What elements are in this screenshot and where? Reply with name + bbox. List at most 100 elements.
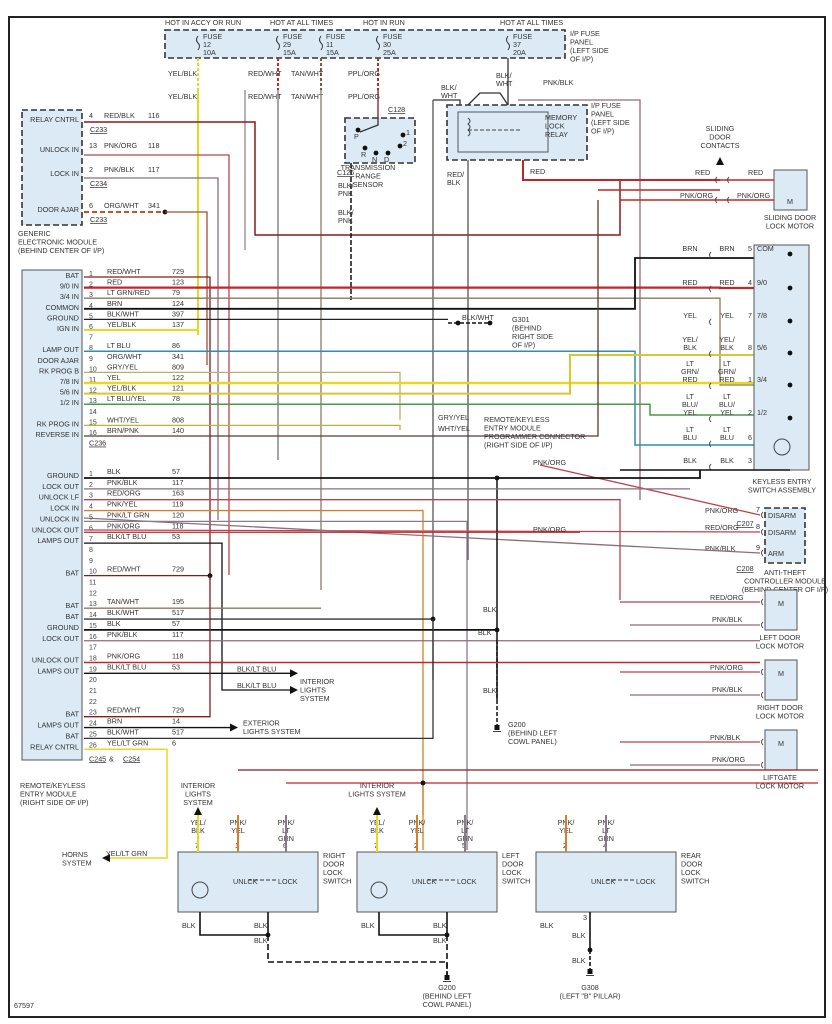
fuse-icon [376, 35, 380, 51]
rke-pin-number: 26 [89, 742, 97, 749]
switch-contact [787, 350, 793, 356]
keyless-wire-label: YEL [683, 408, 697, 417]
anti-theft-label: ANTI-THEFT [764, 568, 807, 577]
g200-label: G200 [438, 983, 456, 992]
rke-wire-label: PNK/BLK [107, 630, 138, 639]
door-switch-label: SWITCH [681, 877, 709, 886]
rke-circuit: 729 [172, 267, 184, 276]
trs-position: 2 [403, 139, 407, 148]
relay-wire-label: BLK/ [496, 71, 512, 80]
rke-circuit: 117 [172, 630, 183, 639]
rke-pin-number: 7 [89, 335, 93, 342]
keyless-switch-box [753, 244, 810, 471]
trs-position: R [361, 150, 366, 159]
gem-wire-label: PNK/BLK [104, 165, 135, 174]
rke-circuit: 118 [172, 521, 183, 530]
keyless-wire-label: BLK [720, 456, 734, 465]
keyless-wire-label: YEL/ [682, 335, 698, 344]
motor-wire-label: RED/ORG [710, 593, 744, 602]
rke-pin-name: LAMPS OUT [37, 536, 79, 545]
ground-wire [199, 912, 269, 936]
rke-pin-name: 5/6 IN [60, 388, 79, 397]
keyless-wire-label: BLU [720, 433, 734, 442]
door-switch-label: REAR [681, 851, 701, 860]
keyless-wire-label: YEL [683, 311, 697, 320]
relay-wire-label: BLK/ [441, 83, 457, 92]
rke-wire-label: LT BLU [107, 341, 131, 350]
lock-motor-label: LOCK MOTOR [756, 642, 804, 651]
keyless-wire-label: LT [686, 359, 694, 368]
gem-pin-name: LOCK IN [50, 169, 79, 178]
ground-wire-label: BLK [182, 921, 196, 930]
rke-pin-number: 11 [89, 377, 96, 384]
connector-icon [761, 738, 764, 746]
rke-circuit: 120 [172, 510, 184, 519]
connector-icon [709, 251, 712, 259]
rke-wire-label: YEL/BLK [107, 320, 136, 329]
trs-position: P [354, 132, 359, 141]
rke-circuit: 6 [172, 738, 176, 747]
fuse-label: 15A [283, 48, 296, 57]
lock-motor-box [764, 589, 798, 631]
interior-lights-label: LIGHTS [300, 686, 326, 695]
anti-theft-wire-label: PNK/ORG [705, 506, 739, 515]
motor-wire-label: PNK/ORG [710, 663, 744, 672]
rke-connector: C236 [89, 439, 106, 448]
wire-pnk-blk [84, 177, 219, 520]
rke-pin-name: 7/8 IN [60, 377, 79, 386]
gem-box [21, 109, 83, 226]
rke-pin-number: 25 [89, 731, 97, 738]
switch-lights-label: SYSTEM [183, 798, 213, 807]
keyless-pin-number: 1 [748, 375, 752, 384]
rke-pin-number: 1 [89, 471, 93, 478]
rke-pin-name: BAT [66, 569, 80, 578]
keyless-wire-label: YEL/ [719, 335, 735, 344]
keyless-switch-label: KEYLESS ENTRY [753, 477, 812, 486]
keyless-wire-label: BLK [683, 343, 697, 352]
rke-wire-label: GRY/YEL [107, 362, 138, 371]
connector-icon [761, 528, 764, 536]
rke-pin-name: RK PROG B [39, 366, 79, 375]
lock-motor-label: LOCK MOTOR [756, 712, 804, 721]
rke-wire-label: PNK/LT GRN [107, 510, 149, 519]
keyless-wire-label: RED [682, 278, 697, 287]
fuse-icon [506, 35, 510, 51]
ground-icon [494, 725, 500, 730]
sliding-motor-label: LOCK MOTOR [766, 222, 814, 231]
relay-wire-label: RED [530, 167, 545, 176]
rke-wire-label: BRN/PNK [107, 426, 139, 435]
rke-pin-name: UNLOCK OUT [32, 655, 80, 664]
fuse-label: FUSE [513, 32, 532, 41]
g301-label: (BEHIND [512, 324, 542, 333]
fuse-label: 11 [326, 40, 333, 49]
exterior-lights-label: LIGHTS SYSTEM [243, 727, 301, 736]
fuse-label: 25A [383, 48, 396, 57]
rke-pin-name: LOCK OUT [42, 482, 79, 491]
door-switch-label: SWITCH [502, 877, 530, 886]
rke-wire-label: YEL [107, 373, 121, 382]
wire-blk-wht [467, 92, 509, 106]
door-switch-label: DOOR [681, 860, 703, 869]
g301-label: G301 [512, 315, 530, 324]
door-lock-switch [535, 851, 677, 913]
rke-pin-number: 7 [89, 536, 93, 543]
rke-circuit: 53 [172, 532, 180, 541]
trs-label: SENSOR [353, 180, 383, 189]
switch-lights-label: LIGHTS SYSTEM [348, 790, 406, 799]
connector-icon [715, 176, 718, 184]
fuse-wire-label: TAN/WHT [291, 92, 324, 101]
rke-pin-name: 3/4 IN [60, 292, 79, 301]
gem-circuit: 117 [148, 165, 159, 174]
memory-lock-relay [457, 111, 549, 153]
keyless-wire-label: LT [686, 392, 694, 401]
rke-circuit: 57 [172, 619, 180, 628]
programmer-label: (RIGHT SIDE OF I/P) [484, 441, 553, 450]
mid-wire-label: PNK/ORG [533, 525, 567, 534]
splice-dot [420, 780, 426, 786]
sliding-wire-label: PNK/ORG [737, 191, 771, 200]
mid-wire-label: BLK/LT BLU [237, 681, 276, 690]
gem-pin-name: UNLOCK IN [40, 145, 79, 154]
ground-wire-label: BLK [572, 956, 586, 965]
trs-contact [373, 150, 379, 156]
rke-pin-number: 3 [89, 493, 93, 500]
